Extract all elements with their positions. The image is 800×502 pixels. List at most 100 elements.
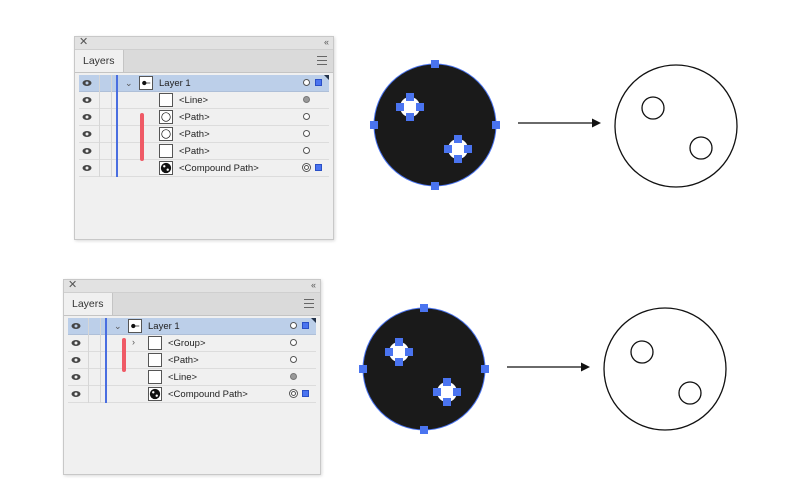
double-chevron-icon[interactable]: ‹‹ — [324, 37, 329, 47]
target-circle-icon[interactable] — [290, 373, 297, 380]
layer-name: <Line> — [179, 95, 209, 106]
anchor-points[interactable] — [359, 304, 489, 434]
line-thumbnail — [148, 370, 162, 384]
black-circle-shape[interactable] — [373, 63, 497, 187]
path-thumbnail — [159, 127, 173, 141]
layer-thumbnail — [128, 319, 142, 333]
layer-row[interactable]: <Path> — [79, 109, 329, 126]
compound-path-artwork-top[interactable] — [360, 56, 510, 196]
eye-icon[interactable] — [82, 113, 92, 121]
layer-name: <Path> — [168, 355, 199, 366]
hamburger-icon[interactable] — [304, 299, 314, 308]
layer-color-bar — [105, 318, 107, 335]
target-circle-icon[interactable] — [290, 356, 297, 363]
tab-layers[interactable]: Layers — [75, 50, 124, 72]
layer-name: Layer 1 — [148, 321, 180, 332]
group-thumbnail — [148, 336, 162, 350]
selection-square-icon[interactable] — [302, 322, 309, 329]
eye-icon[interactable] — [71, 390, 81, 398]
target-double-circle-icon[interactable] — [289, 389, 298, 398]
layers-panel-bottom: ✕ ‹‹ Layers ⌄ Layer 1 › <Group> — [63, 279, 321, 475]
layer-color-bar — [116, 75, 118, 92]
layer-row[interactable]: ⌄ Layer 1 — [68, 318, 316, 335]
hole-shape — [389, 342, 409, 362]
tab-layers[interactable]: Layers — [64, 293, 113, 315]
target-circle-icon[interactable] — [303, 113, 310, 120]
hamburger-icon[interactable] — [317, 56, 327, 65]
double-chevron-icon[interactable]: ‹‹ — [311, 280, 316, 290]
path-thumbnail — [159, 144, 173, 158]
close-icon[interactable]: ✕ — [68, 279, 78, 291]
eye-icon[interactable] — [82, 96, 92, 104]
layer-name: <Line> — [168, 372, 198, 383]
outline-result-top — [614, 64, 738, 188]
target-circle-icon[interactable] — [303, 79, 310, 86]
eye-icon[interactable] — [71, 373, 81, 381]
eye-icon[interactable] — [82, 130, 92, 138]
target-circle-icon[interactable] — [303, 147, 310, 154]
eye-icon[interactable] — [82, 147, 92, 155]
eye-icon[interactable] — [71, 339, 81, 347]
panel-titlebar: ✕ ‹‹ — [75, 36, 333, 50]
hole-shape — [400, 97, 420, 117]
layer-name: Layer 1 — [159, 78, 191, 89]
layer-color-bar — [105, 352, 107, 369]
layer-color-bar — [116, 92, 118, 109]
layer-name: <Compound Path> — [168, 389, 248, 400]
layers-panel-top: ✕ ‹‹ Layers ⌄ Layer 1 <Line> — [74, 36, 334, 240]
selection-square-icon[interactable] — [302, 390, 309, 397]
layer-row[interactable]: ⌄ Layer 1 — [79, 75, 329, 92]
outline-result-bottom — [603, 307, 727, 431]
hole-shape — [437, 382, 457, 402]
arrow-right-icon — [518, 118, 601, 128]
eye-icon[interactable] — [82, 79, 92, 87]
layer-name: <Path> — [179, 112, 210, 123]
eye-icon[interactable] — [71, 322, 81, 330]
red-annotation-mark — [140, 113, 144, 161]
layer-color-bar — [105, 335, 107, 352]
red-annotation-mark — [122, 338, 126, 372]
target-double-circle-icon[interactable] — [302, 163, 311, 172]
path-thumbnail — [148, 353, 162, 367]
layer-color-bar — [116, 143, 118, 160]
layer-color-bar — [116, 126, 118, 143]
layer-row[interactable]: <Compound Path> — [79, 160, 329, 177]
layer-name: <Path> — [179, 146, 210, 157]
close-icon[interactable]: ✕ — [79, 36, 89, 48]
selection-square-icon[interactable] — [315, 164, 322, 171]
layer-row[interactable]: <Compound Path> — [68, 386, 316, 403]
layer-color-bar — [105, 369, 107, 386]
panel-tabbar: Layers — [75, 50, 333, 73]
layer-row[interactable]: <Path> — [68, 352, 316, 369]
eye-icon[interactable] — [71, 356, 81, 364]
layer-row[interactable]: <Path> — [79, 126, 329, 143]
target-circle-icon[interactable] — [303, 130, 310, 137]
layer-row[interactable]: › <Group> — [68, 335, 316, 352]
eye-icon[interactable] — [82, 164, 92, 172]
compound-path-thumbnail — [159, 161, 173, 175]
panel-titlebar: ✕ ‹‹ — [64, 279, 320, 293]
compound-path-thumbnail — [148, 387, 162, 401]
layer-name: <Compound Path> — [179, 163, 259, 174]
layer-row[interactable]: <Path> — [79, 143, 329, 160]
arrow-right-icon — [507, 362, 590, 372]
chevron-down-icon[interactable]: ⌄ — [114, 321, 122, 331]
layer-row[interactable]: <Line> — [68, 369, 316, 386]
black-circle-shape[interactable] — [362, 307, 486, 431]
hole-shape — [448, 139, 468, 159]
compound-path-artwork-bottom[interactable] — [350, 300, 500, 440]
current-layer-corner-icon — [311, 318, 316, 323]
selection-square-icon[interactable] — [315, 79, 322, 86]
layer-list: ⌄ Layer 1 › <Group> <Path> — [68, 318, 316, 403]
target-circle-icon[interactable] — [290, 339, 297, 346]
chevron-down-icon[interactable]: ⌄ — [125, 78, 133, 88]
layer-color-bar — [105, 386, 107, 403]
anchor-points[interactable] — [370, 60, 500, 190]
target-circle-icon[interactable] — [290, 322, 297, 329]
line-thumbnail — [159, 93, 173, 107]
path-thumbnail — [159, 110, 173, 124]
chevron-right-icon[interactable]: › — [132, 337, 135, 347]
layer-row[interactable]: <Line> — [79, 92, 329, 109]
layer-name: <Group> — [168, 338, 206, 349]
target-circle-icon[interactable] — [303, 96, 310, 103]
